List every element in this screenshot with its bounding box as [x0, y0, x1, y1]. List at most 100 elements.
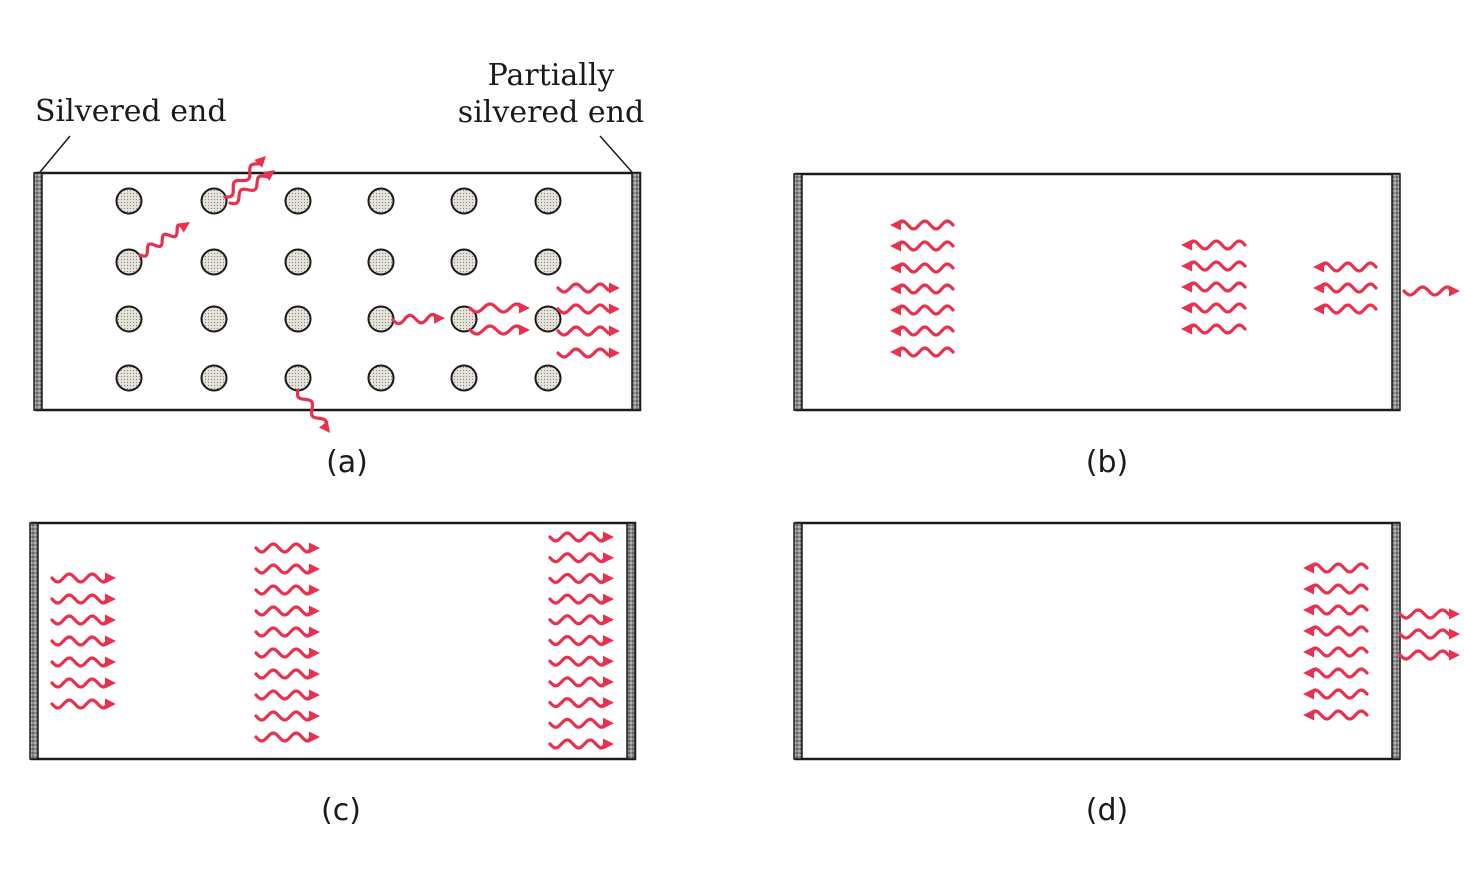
partial-mirror-c	[626, 522, 636, 760]
photon-arrow	[50, 656, 116, 668]
photon-arrow	[548, 717, 614, 730]
photon-arrow	[1303, 688, 1369, 700]
photon-arrow	[890, 240, 955, 252]
atom	[450, 305, 478, 333]
atom	[115, 364, 143, 392]
atom	[200, 305, 228, 333]
atom	[367, 248, 395, 276]
photons-d	[1303, 562, 1460, 721]
photon-arrow	[1181, 260, 1247, 272]
photon-arrow	[548, 614, 614, 626]
photon-arrow	[1303, 709, 1369, 721]
photon-arrow	[548, 552, 614, 564]
photon-arrow	[254, 647, 320, 659]
photon-arrow	[556, 303, 620, 315]
photon-arrow	[548, 572, 614, 585]
atom	[534, 364, 562, 392]
photon-arrow	[556, 347, 620, 359]
partial-mirror-b	[1391, 173, 1401, 411]
photon-arrow	[1303, 646, 1369, 658]
photon-arrow	[1303, 583, 1369, 595]
atom-grid	[115, 187, 562, 392]
photon-arrow	[1303, 625, 1369, 637]
partial-mirror-d	[1391, 522, 1401, 760]
photon-arrow	[890, 262, 955, 274]
photon-arrow	[1398, 649, 1460, 661]
photon-arrow	[254, 710, 320, 722]
photon-arrow	[50, 614, 116, 626]
panel-d	[793, 521, 1460, 761]
atom	[284, 305, 312, 333]
photon-arrow	[1181, 302, 1247, 314]
photon-arrow	[548, 593, 614, 605]
photon-arrow	[1313, 303, 1378, 315]
silvered-mirror-b	[793, 173, 803, 411]
photon-arrow	[391, 312, 445, 326]
atom	[115, 248, 143, 276]
photon-arrow	[254, 563, 320, 575]
atom	[534, 305, 562, 333]
panel-a	[33, 156, 642, 433]
photon-arrow	[295, 388, 330, 433]
photon-arrow	[890, 304, 955, 316]
atom	[367, 187, 395, 215]
tube-b	[794, 172, 1401, 412]
photon-arrow	[254, 731, 320, 743]
atom	[367, 305, 395, 333]
atom	[115, 187, 143, 215]
photon-arrow	[50, 572, 116, 584]
silvered-mirror-a	[33, 172, 43, 411]
photon-arrow	[556, 282, 620, 294]
photon-arrow	[1398, 608, 1460, 620]
photon-arrow	[1303, 604, 1369, 616]
atom	[534, 187, 562, 215]
photon-arrow	[228, 170, 275, 206]
photon-arrow	[1402, 285, 1460, 297]
photons-b	[890, 219, 1460, 358]
photon-arrow	[138, 222, 190, 258]
atom	[200, 248, 228, 276]
silvered-end-label: Silvered end	[35, 94, 227, 129]
photon-arrow	[1313, 261, 1378, 273]
atom	[450, 187, 478, 215]
atom	[534, 248, 562, 276]
caption-d: (d)	[1086, 793, 1128, 828]
atom	[200, 187, 228, 215]
atom	[367, 364, 395, 392]
photons-c	[50, 531, 614, 750]
photon-arrow	[1398, 628, 1460, 640]
photon-arrow	[254, 668, 320, 680]
photon-arrow	[1181, 239, 1247, 251]
photon-arrow	[254, 605, 320, 617]
photon-arrow	[254, 626, 320, 638]
photon-arrow	[1181, 281, 1247, 293]
photon-arrow	[468, 302, 530, 314]
atom	[284, 364, 312, 392]
photon-arrow	[1303, 562, 1369, 574]
photon-arrow	[1313, 282, 1378, 294]
photon-arrow	[890, 346, 955, 358]
partially-label-line2: silvered end	[458, 95, 644, 130]
photon-arrow	[548, 738, 614, 750]
photons-a	[138, 156, 620, 433]
photon-arrow	[468, 324, 530, 336]
caption-a: (a)	[326, 445, 368, 480]
photon-arrow	[890, 283, 955, 295]
photon-arrow	[50, 677, 116, 689]
photon-arrow	[548, 676, 614, 688]
photon-arrow	[254, 584, 320, 596]
photon-arrow	[1181, 323, 1247, 335]
caption-c: (c)	[321, 793, 361, 828]
photon-arrow	[50, 635, 116, 647]
tube-c	[30, 521, 637, 761]
photon-arrow	[548, 634, 614, 647]
atom	[450, 248, 478, 276]
atom	[284, 187, 312, 215]
partially-label-line1: Partially	[488, 58, 615, 93]
atom	[200, 364, 228, 392]
photon-arrow	[556, 325, 620, 337]
photon-arrow	[548, 696, 614, 709]
atom	[115, 305, 143, 333]
panel-c	[29, 521, 637, 761]
photon-arrow	[254, 689, 320, 701]
